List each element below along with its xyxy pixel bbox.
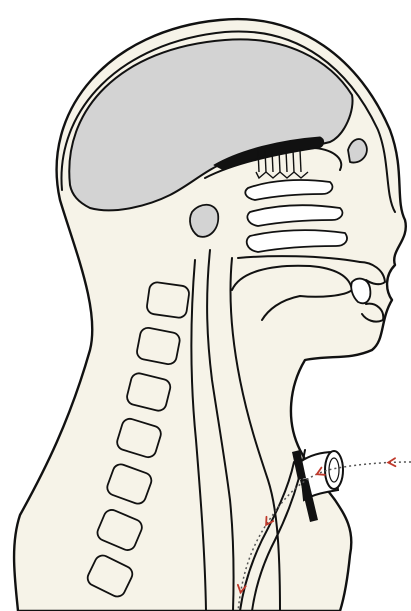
tracheostomy-tube-opening: [325, 451, 343, 489]
olfactory-nerve-thread: [286, 150, 287, 172]
olfactory-nerve-thread: [300, 150, 301, 172]
vertebra: [146, 281, 190, 318]
temporal-bone: [190, 205, 218, 237]
olfactory-nerve-thread: [293, 150, 294, 172]
olfactory-nerve-thread: [272, 150, 273, 172]
olfactory-nerve-thread: [258, 150, 259, 172]
olfactory-nerve-thread: [279, 150, 280, 172]
vertebra: [136, 326, 181, 365]
olfactory-nerve-thread: [265, 150, 266, 172]
